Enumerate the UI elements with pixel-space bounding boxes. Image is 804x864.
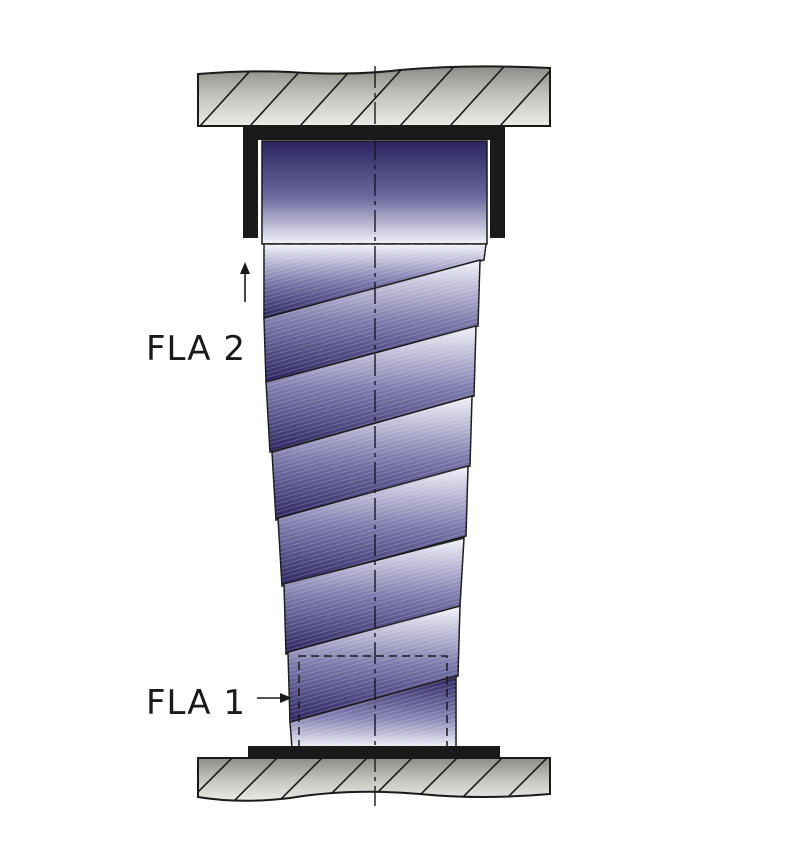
bottom-seat-bar: [248, 746, 500, 757]
spring-coils: [263, 243, 487, 749]
fla1-arrow: [257, 693, 292, 703]
bottom-plate: [197, 757, 551, 802]
top-plate: [197, 65, 551, 127]
top-cup-bracket: [243, 126, 505, 238]
fla2-label: FLA 2: [146, 329, 246, 369]
fla1-dashed-region: [298, 655, 448, 748]
fla1-label: FLA 1: [146, 683, 246, 723]
coil-1-stripe: [264, 244, 486, 318]
fla2-arrow: [240, 262, 250, 302]
